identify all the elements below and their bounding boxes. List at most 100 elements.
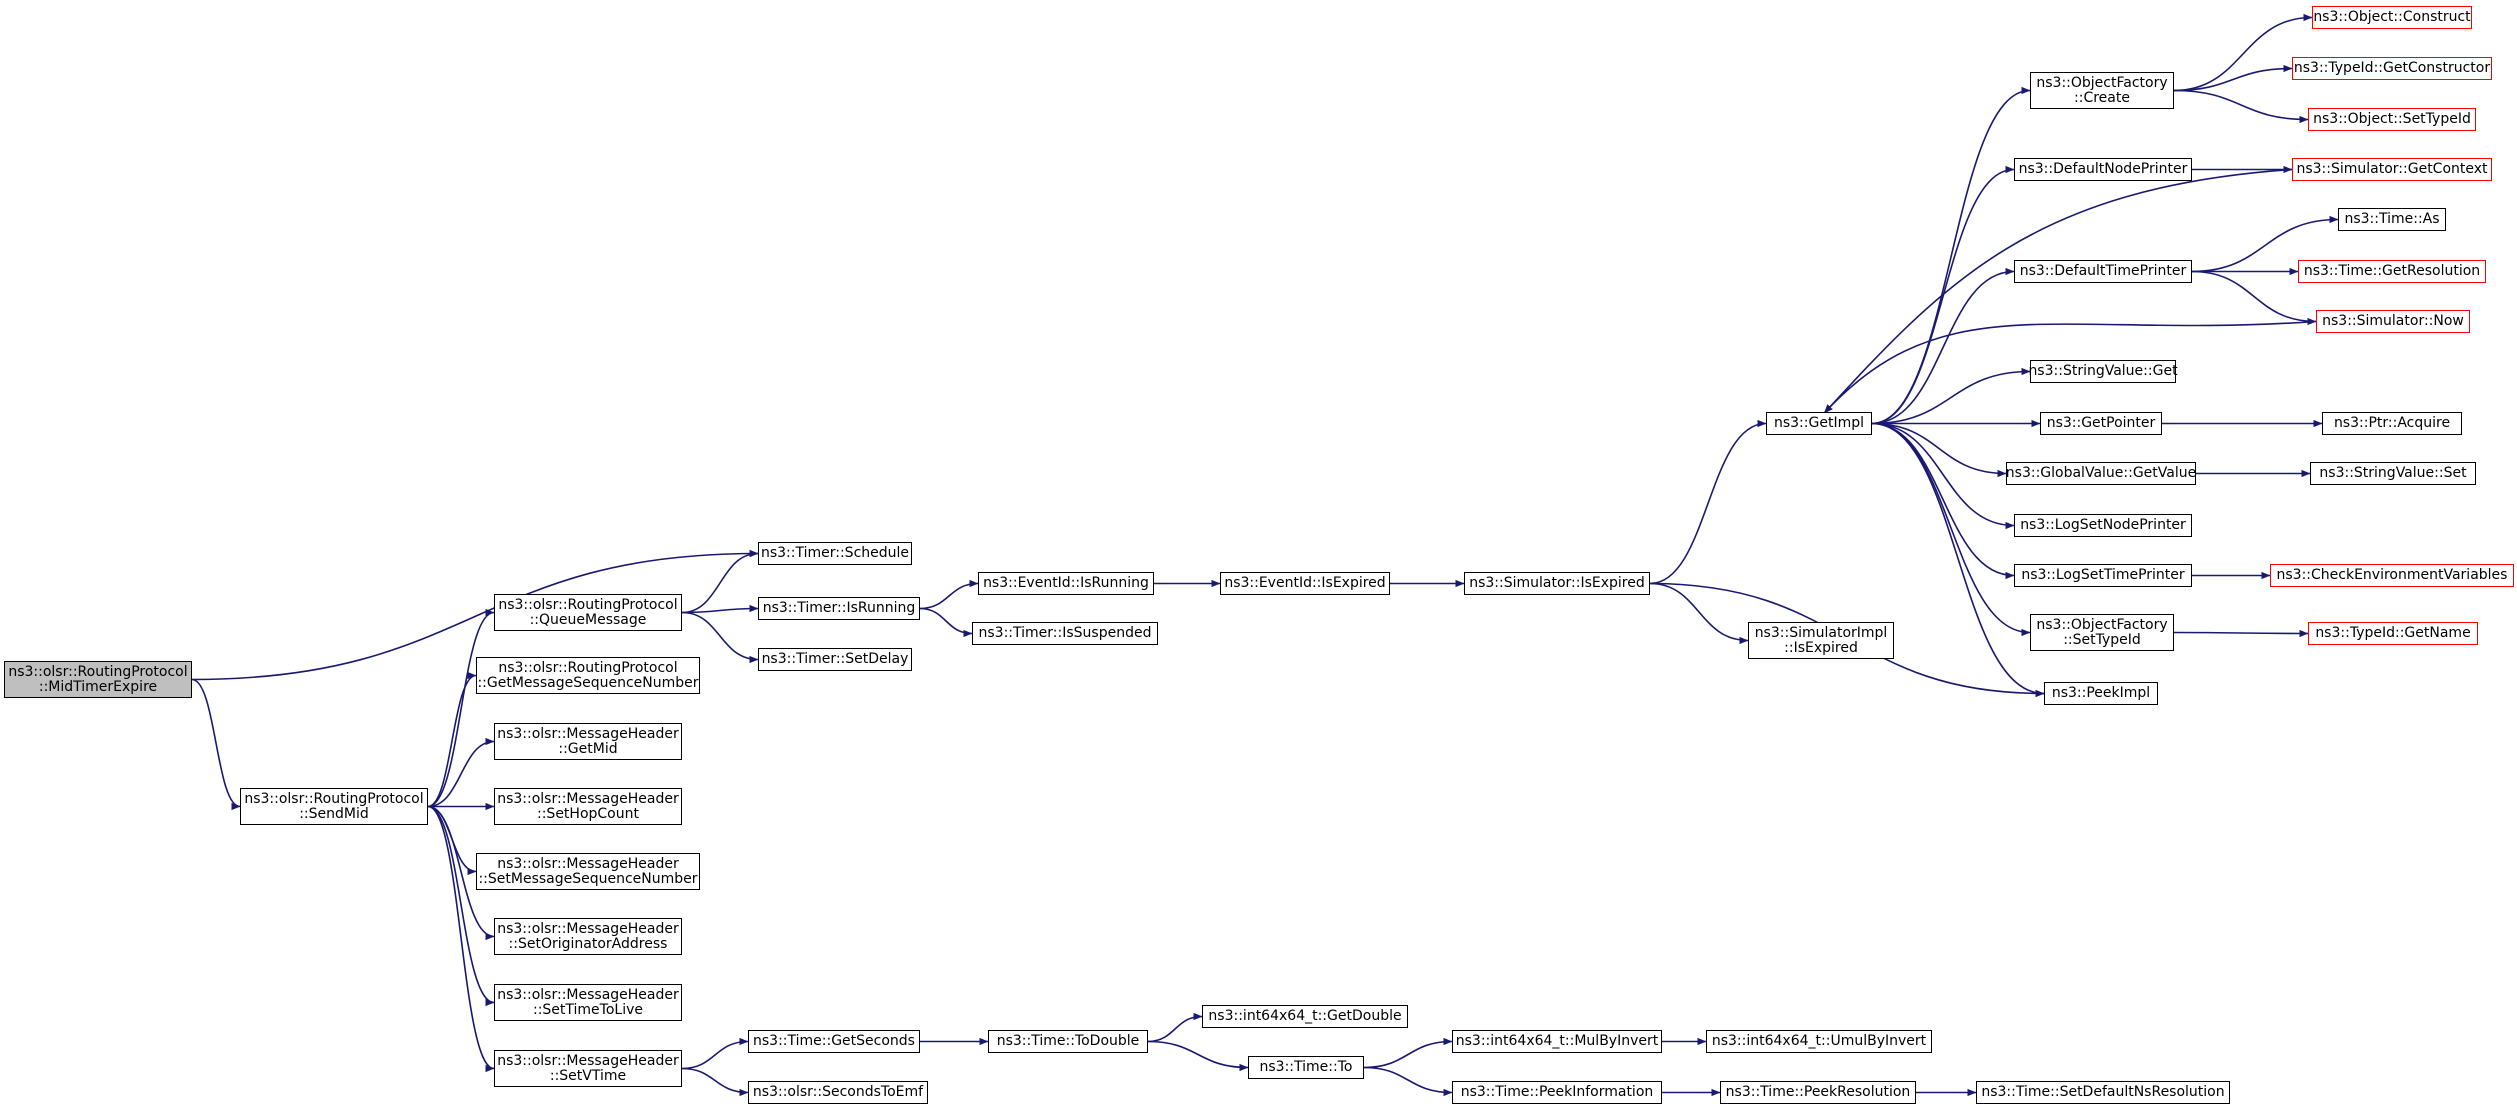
node-simulator-is-expired[interactable]: ns3::Simulator::IsExpired — [1464, 572, 1650, 595]
node-timer-schedule[interactable]: ns3::Timer::Schedule — [758, 542, 912, 565]
node-object-factory-set-type-id[interactable]: ns3::ObjectFactory::SetTypeId — [2030, 614, 2174, 651]
node-label: ns3::olsr::RoutingProtocol — [8, 663, 188, 680]
edge-get-impl-to-peek-impl — [1871, 422, 2045, 698]
node-label: ::SendMid — [299, 805, 369, 822]
edge-send-mid-to-set-time-to-live — [427, 805, 495, 1007]
node-label: ns3::olsr::MessageHeader — [497, 920, 679, 937]
node-time-peek-resolution[interactable]: ns3::Time::PeekResolution — [1720, 1081, 1916, 1104]
node-time-peek-information[interactable]: ns3::Time::PeekInformation — [1452, 1081, 1662, 1104]
node-timer-set-delay[interactable]: ns3::Timer::SetDelay — [758, 648, 912, 671]
edge-object-factory-create-to-object-set-type-id — [2173, 89, 2309, 124]
edge-simulator-now-to-get-impl — [1823, 320, 2317, 414]
node-label: ns3::Simulator::IsExpired — [1469, 575, 1645, 591]
node-label: ns3::Time::ToDouble — [996, 1033, 1140, 1049]
node-log-set-time-printer[interactable]: ns3::LogSetTimePrinter — [2014, 564, 2192, 587]
node-label: ::GetMessageSequenceNumber — [477, 674, 699, 691]
node-ptr-acquire[interactable]: ns3::Ptr::Acquire — [2322, 412, 2462, 435]
edge-timer-is-running-to-eventid-is-running — [919, 579, 979, 610]
node-timer-is-suspended[interactable]: ns3::Timer::IsSuspended — [972, 622, 1158, 645]
node-get-mid[interactable]: ns3::olsr::MessageHeader::GetMid — [494, 723, 682, 760]
node-label: ns3::Object::SetTypeId — [2313, 111, 2471, 127]
node-string-value-set[interactable]: ns3::StringValue::Set — [2310, 462, 2476, 485]
node-label: ns3::Time::As — [2344, 211, 2440, 227]
node-eventid-is-expired[interactable]: ns3::EventId::IsExpired — [1220, 572, 1390, 595]
edge-send-mid-to-get-message-sequence-number — [427, 671, 477, 808]
node-label: ns3::olsr::RoutingProtocol — [498, 659, 678, 676]
node-typeid-get-name[interactable]: ns3::TypeId::GetName — [2308, 622, 2478, 645]
node-default-time-printer[interactable]: ns3::DefaultTimePrinter — [2014, 260, 2192, 283]
edge-object-factory-set-type-id-to-typeid-get-name — [2173, 629, 2309, 638]
node-label: ns3::DefaultNodePrinter — [2018, 161, 2188, 177]
node-peek-impl[interactable]: ns3::PeekImpl — [2044, 682, 2158, 705]
node-eventid-is-running[interactable]: ns3::EventId::IsRunning — [978, 572, 1154, 595]
node-simulator-now[interactable]: ns3::Simulator::Now — [2316, 310, 2470, 333]
edge-time-to-double-to-time-to — [1147, 1040, 1249, 1072]
node-label: ns3::Timer::SetDelay — [761, 651, 909, 667]
node-label: ns3::Time::To — [1259, 1059, 1353, 1075]
edge-get-impl-to-default-node-printer — [1871, 165, 2015, 425]
node-label: ns3::olsr::MessageHeader — [497, 855, 679, 872]
node-mid-timer-expire: ns3::olsr::RoutingProtocol::MidTimerExpi… — [4, 661, 192, 698]
edge-object-factory-create-to-object-construct — [2173, 13, 2313, 92]
node-get-pointer[interactable]: ns3::GetPointer — [2040, 412, 2162, 435]
node-set-vtime[interactable]: ns3::olsr::MessageHeader::SetVTime — [494, 1050, 682, 1087]
node-label: ::GetMid — [558, 740, 618, 757]
node-label: ns3::olsr::MessageHeader — [497, 986, 679, 1003]
node-label: ::SetOriginatorAddress — [508, 935, 668, 952]
node-time-get-resolution[interactable]: ns3::Time::GetResolution — [2298, 260, 2486, 283]
node-object-construct[interactable]: ns3::Object::Construct — [2312, 6, 2472, 29]
node-string-value-get[interactable]: ns3::StringValue::Get — [2028, 360, 2178, 383]
node-label: ns3::EventId::IsRunning — [983, 575, 1149, 591]
node-simulatorimpl-is-expired[interactable]: ns3::SimulatorImpl::IsExpired — [1748, 622, 1894, 659]
node-simulator-get-context[interactable]: ns3::Simulator::GetContext — [2292, 158, 2492, 181]
node-label: ::SetTypeId — [2063, 631, 2141, 648]
node-label: ns3::olsr::RoutingProtocol — [244, 790, 424, 807]
node-send-mid[interactable]: ns3::olsr::RoutingProtocol::SendMid — [240, 788, 428, 825]
node-queue-message[interactable]: ns3::olsr::RoutingProtocol::QueueMessage — [494, 594, 682, 631]
node-label: ns3::int64x64_t::GetDouble — [1208, 1008, 1402, 1024]
node-int64x64-umul-by-invert[interactable]: ns3::int64x64_t::UmulByInvert — [1706, 1030, 1932, 1053]
node-set-message-sequence-number[interactable]: ns3::olsr::MessageHeader::SetMessageSequ… — [476, 853, 700, 890]
node-label: ns3::CheckEnvironmentVariables — [2276, 567, 2508, 583]
node-global-value-get-value[interactable]: ns3::GlobalValue::GetValue — [2006, 462, 2196, 485]
edge-simulator-is-expired-to-get-impl — [1649, 419, 1767, 585]
edge-get-impl-to-log-set-node-printer — [1871, 422, 2015, 530]
edge-mid-timer-expire-to-timer-schedule — [191, 549, 759, 681]
edge-get-impl-to-string-value-get — [1871, 367, 2031, 425]
node-label: ns3::StringValue::Set — [2319, 465, 2467, 481]
node-set-time-to-live[interactable]: ns3::olsr::MessageHeader::SetTimeToLive — [494, 984, 682, 1021]
node-get-impl[interactable]: ns3::GetImpl — [1766, 412, 1872, 435]
edge-set-vtime-to-seconds-to-emf — [681, 1067, 749, 1097]
node-set-originator-address[interactable]: ns3::olsr::MessageHeader::SetOriginatorA… — [494, 918, 682, 955]
node-object-set-type-id[interactable]: ns3::Object::SetTypeId — [2308, 108, 2476, 131]
node-time-to[interactable]: ns3::Time::To — [1248, 1056, 1364, 1079]
node-time-get-seconds[interactable]: ns3::Time::GetSeconds — [748, 1030, 920, 1053]
node-get-message-sequence-number[interactable]: ns3::olsr::RoutingProtocol::GetMessageSe… — [476, 657, 700, 694]
node-default-node-printer[interactable]: ns3::DefaultNodePrinter — [2014, 158, 2192, 181]
node-timer-is-running[interactable]: ns3::Timer::IsRunning — [758, 597, 920, 620]
node-int64x64-mul-by-invert[interactable]: ns3::int64x64_t::MulByInvert — [1452, 1030, 1662, 1053]
edge-set-vtime-to-time-get-seconds — [681, 1037, 749, 1070]
edge-get-impl-to-global-value-get-value — [1871, 422, 2007, 478]
edge-default-time-printer-to-time-as — [2191, 215, 2339, 273]
node-time-as[interactable]: ns3::Time::As — [2338, 208, 2446, 231]
node-label: ns3::ObjectFactory — [2036, 616, 2168, 633]
node-label: ::Create — [2074, 89, 2130, 106]
node-int64x64-get-double[interactable]: ns3::int64x64_t::GetDouble — [1202, 1005, 1408, 1028]
node-label: ns3::olsr::MessageHeader — [497, 725, 679, 742]
edge-get-impl-to-object-factory-set-type-id — [1871, 422, 2031, 637]
edge-timer-is-running-to-timer-is-suspended — [919, 607, 973, 638]
node-log-set-node-printer[interactable]: ns3::LogSetNodePrinter — [2014, 514, 2192, 537]
node-label: ns3::TypeId::GetName — [2315, 625, 2471, 641]
node-object-factory-create[interactable]: ns3::ObjectFactory::Create — [2030, 72, 2174, 109]
node-time-set-default-ns-resolution[interactable]: ns3::Time::SetDefaultNsResolution — [1976, 1081, 2230, 1104]
node-label: ::QueueMessage — [529, 611, 647, 628]
node-label: ns3::Time::GetResolution — [2303, 263, 2481, 279]
node-time-to-double[interactable]: ns3::Time::ToDouble — [988, 1030, 1148, 1053]
node-typeid-get-constructor[interactable]: ns3::TypeId::GetConstructor — [2292, 57, 2492, 80]
node-check-environment-variables[interactable]: ns3::CheckEnvironmentVariables — [2270, 564, 2514, 587]
node-label: ns3::Time::PeekResolution — [1725, 1084, 1911, 1100]
node-set-hop-count[interactable]: ns3::olsr::MessageHeader::SetHopCount — [494, 788, 682, 825]
node-seconds-to-emf[interactable]: ns3::olsr::SecondsToEmf — [748, 1081, 928, 1104]
